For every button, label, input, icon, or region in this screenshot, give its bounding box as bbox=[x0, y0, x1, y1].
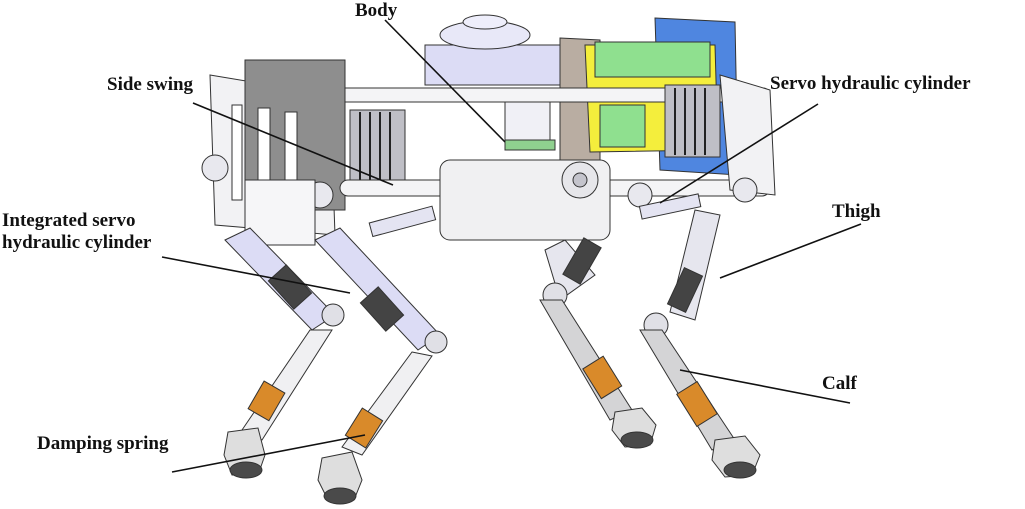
leader-integrated-servo bbox=[161, 256, 351, 294]
green-board-bottom bbox=[599, 104, 646, 148]
body-top-block bbox=[424, 44, 561, 86]
leg4-spring bbox=[676, 380, 718, 428]
leader-damping-spring bbox=[171, 434, 366, 473]
green-board-top bbox=[594, 41, 711, 78]
right-frame bbox=[719, 74, 776, 196]
leader-thigh bbox=[719, 223, 862, 279]
left-side-cylinder bbox=[368, 205, 437, 238]
leader-side-swing bbox=[192, 102, 394, 186]
leg1-spring bbox=[247, 380, 286, 422]
leader-calf bbox=[679, 369, 851, 404]
leader-servo-hydraulic bbox=[659, 103, 819, 204]
right-side-cylinder bbox=[638, 193, 702, 220]
label-thigh: Thigh bbox=[832, 201, 881, 222]
label-damping-spring: Damping spring bbox=[37, 433, 169, 454]
label-integrated-servo-hydraulic-cylinder: Integrated servo hydraulic cylinder bbox=[2, 210, 222, 254]
label-integrated-servo-line2: hydraulic cylinder bbox=[2, 232, 152, 253]
leg3-spring bbox=[582, 355, 623, 400]
right-servo-block bbox=[664, 84, 721, 158]
leg1-calf bbox=[241, 329, 333, 441]
central-spring bbox=[504, 94, 551, 146]
left-servo-block bbox=[349, 109, 406, 186]
label-side-swing: Side swing bbox=[107, 74, 194, 95]
leg3-calf bbox=[539, 299, 633, 421]
label-servo-hydraulic-cylinder: Servo hydraulic cylinder bbox=[770, 73, 971, 94]
label-calf: Calf bbox=[822, 373, 857, 394]
leg2-spring bbox=[344, 407, 384, 449]
label-integrated-servo-line1: Integrated servo bbox=[2, 210, 136, 231]
leader-body bbox=[384, 19, 506, 143]
label-body: Body bbox=[355, 0, 398, 21]
